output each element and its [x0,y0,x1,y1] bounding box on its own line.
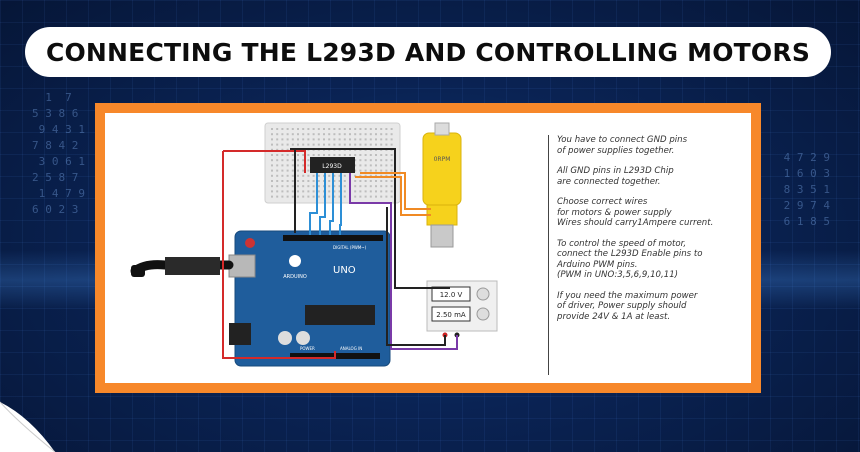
digital-header-label: DIGITAL (PWM~) [333,245,367,250]
wire-black-2 [290,148,450,289]
power-header-label: POWER [300,346,315,351]
power-supply: 12.0 V 2.50 mA [426,280,498,338]
wire-red-top [223,150,306,173]
motor-label: 0RPM [434,156,451,163]
arduino-uno-board: ARDUINO UNO DIGITAL (PWM~) POWER ANALOG … [228,230,391,367]
wire-black-3 [386,207,446,346]
chip-label: L293D [322,163,342,170]
wire-purple [349,173,458,350]
wire-orange-1 [360,172,431,210]
note-2: All GND pins in L293D Chip are connected… [557,166,674,187]
diagram-frame: L293D 0RPM 12.0 V 2.50 mA [95,103,761,393]
circuit-diagram: L293D 0RPM 12.0 V 2.50 mA [130,122,498,367]
wire-blue-1 [309,173,318,235]
diagram-panel: L293D 0RPM 12.0 V 2.50 mA [105,113,751,383]
notes-list: You have to connect GND pins of power su… [557,135,757,332]
analog-header-label: ANALOG IN [340,346,362,351]
title-banner: CONNECTING THE L293D AND CONTROLLING MOT… [25,27,831,77]
note-3: Choose correct wires for motors & power … [557,197,714,228]
supply-voltage-readout: 12.0 V [440,291,463,299]
background-digits-right: 4 7 2 9 1 6 0 3 8 3 5 1 2 9 7 4 6 1 8 5 [783,151,830,228]
supply-current-readout: 2.50 mA [436,311,466,319]
page-curl-decoration [0,401,56,452]
usb-cable [130,257,234,277]
background-digits-left: 1 7 5 3 8 6 9 4 3 1 7 8 4 2 3 0 6 1 2 5 … [32,91,85,216]
board-brand: ARDUINO [283,274,307,280]
wire-blue-2 [319,173,326,235]
notes-divider [548,135,549,375]
wire-blue-4 [339,173,342,235]
wires [222,148,458,359]
page-title: CONNECTING THE L293D AND CONTROLLING MOT… [45,37,811,67]
note-1: You have to connect GND pins of power su… [557,135,688,156]
note-5: If you need the maximum power of driver,… [557,290,698,322]
note-4: To control the speed of motor, connect t… [557,238,703,281]
dc-motor: 0RPM [422,122,462,248]
wire-red [222,151,336,359]
wire-blue-3 [329,173,334,235]
board-model: UNO [333,265,356,276]
wire-orange-2 [355,176,431,216]
l293d-chip: L293D [310,157,355,173]
